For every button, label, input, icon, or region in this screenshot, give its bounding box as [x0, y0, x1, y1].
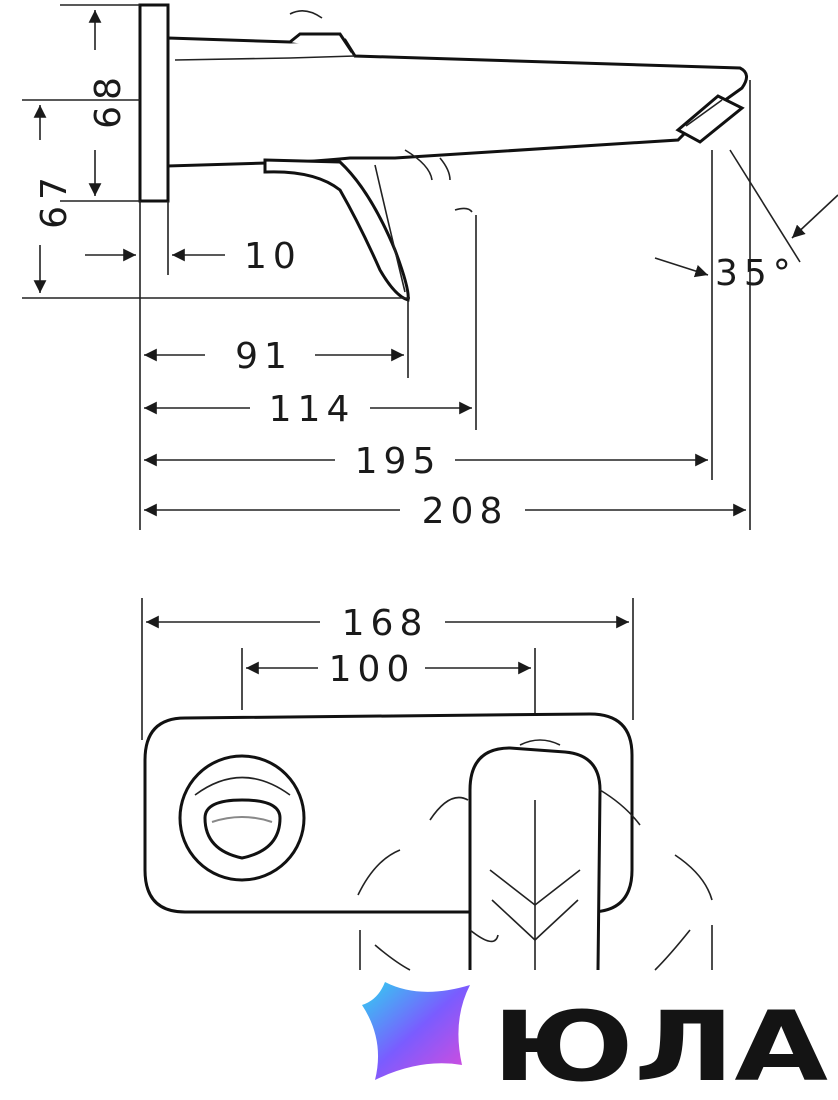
wall-plate	[138, 3, 170, 203]
dim-68-label: 68	[88, 71, 129, 129]
dim-208-label: 208	[422, 491, 509, 532]
top-view: 168 100	[141, 598, 713, 971]
spout-body	[166, 36, 748, 168]
handle-arc	[289, 10, 323, 19]
dim-168-label: 168	[342, 603, 429, 644]
handle-top	[289, 32, 354, 53]
brand-name: ЮЛА	[492, 991, 828, 1100]
dim-114-label: 114	[269, 389, 356, 430]
dim-67-label: 67	[34, 171, 75, 229]
dim-195-label: 195	[355, 441, 442, 482]
side-view: 68 67 10 91 114 195 208 35°	[22, 3, 838, 532]
dim-100-label: 100	[329, 649, 416, 690]
brand-logo: ЮЛА	[362, 982, 828, 1100]
brand-mark-icon	[362, 982, 470, 1080]
dim-10-label: 10	[244, 236, 302, 277]
lever-edge	[374, 164, 406, 293]
aerator-outlet	[203, 798, 282, 860]
dim-91-label: 91	[235, 336, 293, 377]
lever-handle	[263, 158, 410, 302]
spout-top-edge	[174, 55, 356, 61]
aerator	[675, 94, 745, 144]
dim-angle-label: 35°	[715, 253, 797, 294]
